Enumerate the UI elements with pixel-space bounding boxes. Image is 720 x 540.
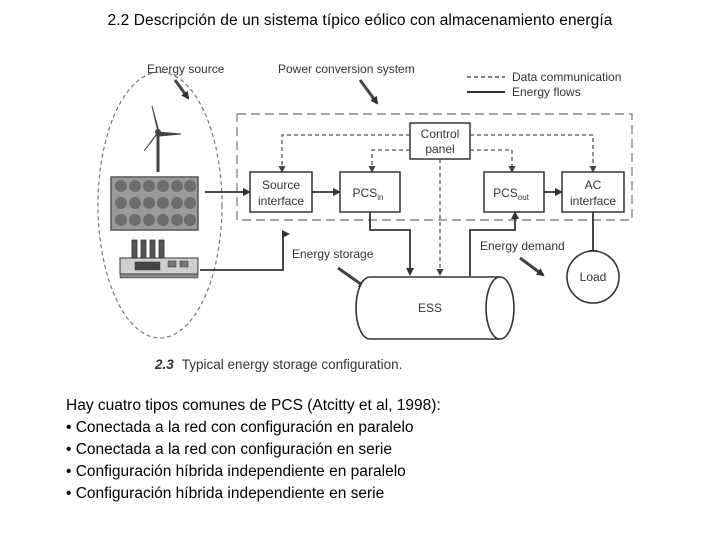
energy-source-boundary — [97, 71, 223, 339]
energy-storage-label: Energy storage — [292, 247, 374, 261]
ac-interface-label-1: AC — [585, 178, 602, 192]
slide-title: 2.2 Descripción de un sistema típico eól… — [107, 12, 613, 29]
energy-source-pointer — [173, 79, 190, 100]
solar-panel-icon — [110, 176, 199, 231]
flow-pcs-in-to-ess — [369, 212, 414, 276]
power-conversion-label: Power conversion system — [278, 62, 415, 76]
pcs-type-item: • Conectada a la red con configuración e… — [66, 419, 414, 436]
data-control-to-source-interface — [278, 134, 410, 173]
control-panel-label-1: Control — [421, 127, 460, 141]
control-panel-box — [409, 122, 471, 160]
load-label: Load — [580, 270, 607, 284]
control-panel-label-2: panel — [425, 142, 454, 156]
source-interface-label-2: interface — [258, 194, 304, 208]
pcs-type-item: • Configuración híbrida independiente en… — [66, 463, 406, 480]
data-control-to-ac-interface — [470, 134, 597, 173]
source-interface-label-1: Source — [262, 178, 300, 192]
legend-energy-label: Energy flows — [512, 85, 581, 99]
pcs-types-text: Hay cuatro tipos comunes de PCS (Atcitty… — [66, 395, 441, 505]
ess-label: ESS — [418, 301, 442, 315]
power-plant-icon — [119, 239, 199, 279]
wind-turbine-icon — [143, 105, 182, 172]
pcs-in-label: PCSin — [353, 186, 384, 202]
pcs-types-intro: Hay cuatro tipos comunes de PCS (Atcitty… — [66, 397, 441, 414]
energy-demand-label: Energy demand — [480, 239, 565, 253]
pcs-out-label: PCSout — [493, 186, 530, 202]
pcs-out-box — [483, 171, 545, 213]
ess-cylinder — [355, 276, 515, 340]
flow-ess-to-pcs-out — [469, 211, 519, 276]
pcs-type-item: • Conectada a la red con configuración e… — [66, 441, 392, 458]
flow-source-to-energy-storage — [200, 230, 290, 271]
pcs-type-item: • Configuración híbrida independiente en… — [66, 485, 385, 502]
load-circle — [566, 250, 620, 304]
energy-source-label: Energy source — [147, 62, 225, 76]
data-control-to-pcs-out — [470, 149, 516, 173]
energy-demand-pointer — [519, 256, 545, 277]
legend-data-label: Data communication — [512, 70, 621, 84]
ac-interface-label-2: interface — [570, 194, 616, 208]
power-conversion-boundary — [236, 113, 633, 221]
data-control-to-pcs-in — [368, 149, 410, 173]
energy-storage-diagram: Energy source Power conversion system Da… — [97, 62, 633, 372]
pcs-pointer — [358, 79, 379, 105]
